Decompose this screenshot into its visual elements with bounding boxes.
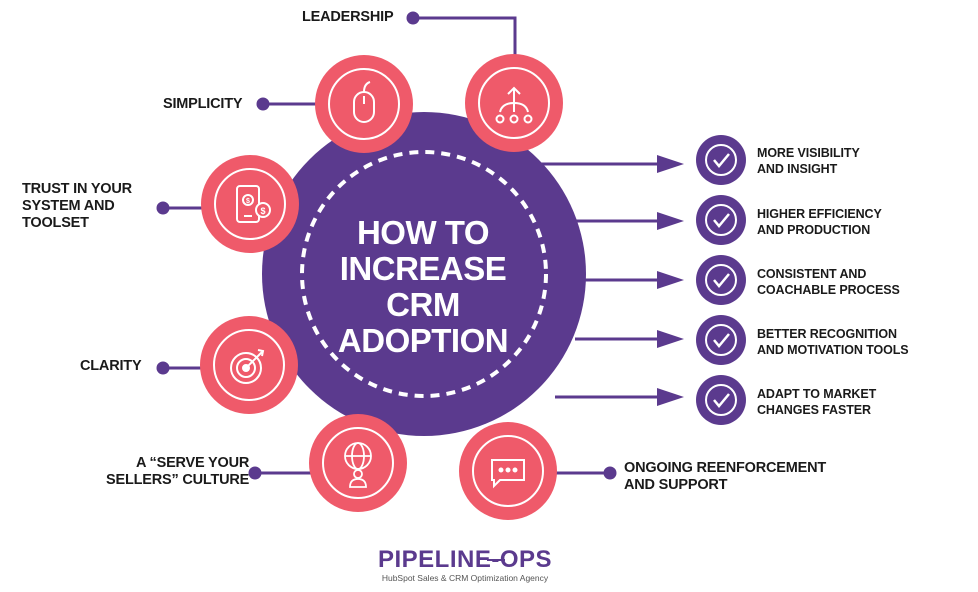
factor-label-simplicity: SIMPLICITY xyxy=(163,96,243,112)
target-arrow-icon xyxy=(230,349,265,384)
brand-logo-text: PIPELINE-OPS xyxy=(377,546,553,573)
factor-label-clarity: CLARITY xyxy=(80,358,142,374)
outcome-check-5 xyxy=(696,375,746,425)
factor-circle-clarity xyxy=(200,316,298,414)
computer-mouse-icon xyxy=(353,81,375,123)
outcome-check-1 xyxy=(696,135,746,185)
checkmark-icon xyxy=(713,273,730,288)
factor-label-culture: A “SERVE YOUR SELLERS” CULTURE xyxy=(106,455,250,488)
outcome-label-recognition: BETTER RECOGNITION AND MOTIVATION TOOLS xyxy=(757,327,909,357)
outcome-check-3 xyxy=(696,255,746,305)
factor-connectors xyxy=(156,11,617,480)
factor-circle-trust: $ $ xyxy=(201,155,299,253)
hierarchy-arrows-icon xyxy=(495,86,533,124)
dashed-inner-ring xyxy=(300,150,548,398)
outcome-label-process: CONSISTENT AND COACHABLE PROCESS xyxy=(757,267,900,297)
factor-circle-culture xyxy=(309,414,407,512)
outcome-label-efficiency: HIGHER EFFICIENCY AND PRODUCTION xyxy=(757,207,882,237)
factor-label-leadership: LEADERSHIP xyxy=(302,9,394,25)
outcome-label-visibility: MORE VISIBILITY AND INSIGHT xyxy=(757,146,860,176)
factor-circle-simplicity xyxy=(315,55,413,153)
factor-label-trust: TRUST IN YOUR SYSTEM AND TOOLSET xyxy=(22,181,132,231)
chat-bubble-icon xyxy=(491,459,525,489)
checkmark-icon xyxy=(713,213,730,228)
svg-text:$: $ xyxy=(246,198,250,205)
factor-circle-support xyxy=(459,422,557,520)
outcome-check-4 xyxy=(696,315,746,365)
factor-label-support: ONGOING REENFORCEMENT AND SUPPORT xyxy=(624,460,827,493)
diagram-title: HOW TO INCREASE CRM ADOPTION xyxy=(337,214,509,359)
brand-tagline: HubSpot Sales & CRM Optimization Agency xyxy=(381,573,549,583)
factor-circle-leadership xyxy=(465,54,563,152)
outcome-arrows xyxy=(540,155,684,406)
outcome-label-market: ADAPT TO MARKET CHANGES FASTER xyxy=(757,387,877,417)
checkmark-icon xyxy=(713,153,730,168)
mobile-payment-icon: $ $ xyxy=(236,185,271,223)
checkmark-icon xyxy=(713,393,730,408)
svg-text:$: $ xyxy=(260,206,265,216)
outcome-check-2 xyxy=(696,195,746,245)
checkmark-icon xyxy=(713,333,730,348)
global-person-icon xyxy=(344,442,372,488)
central-circle xyxy=(262,112,586,436)
